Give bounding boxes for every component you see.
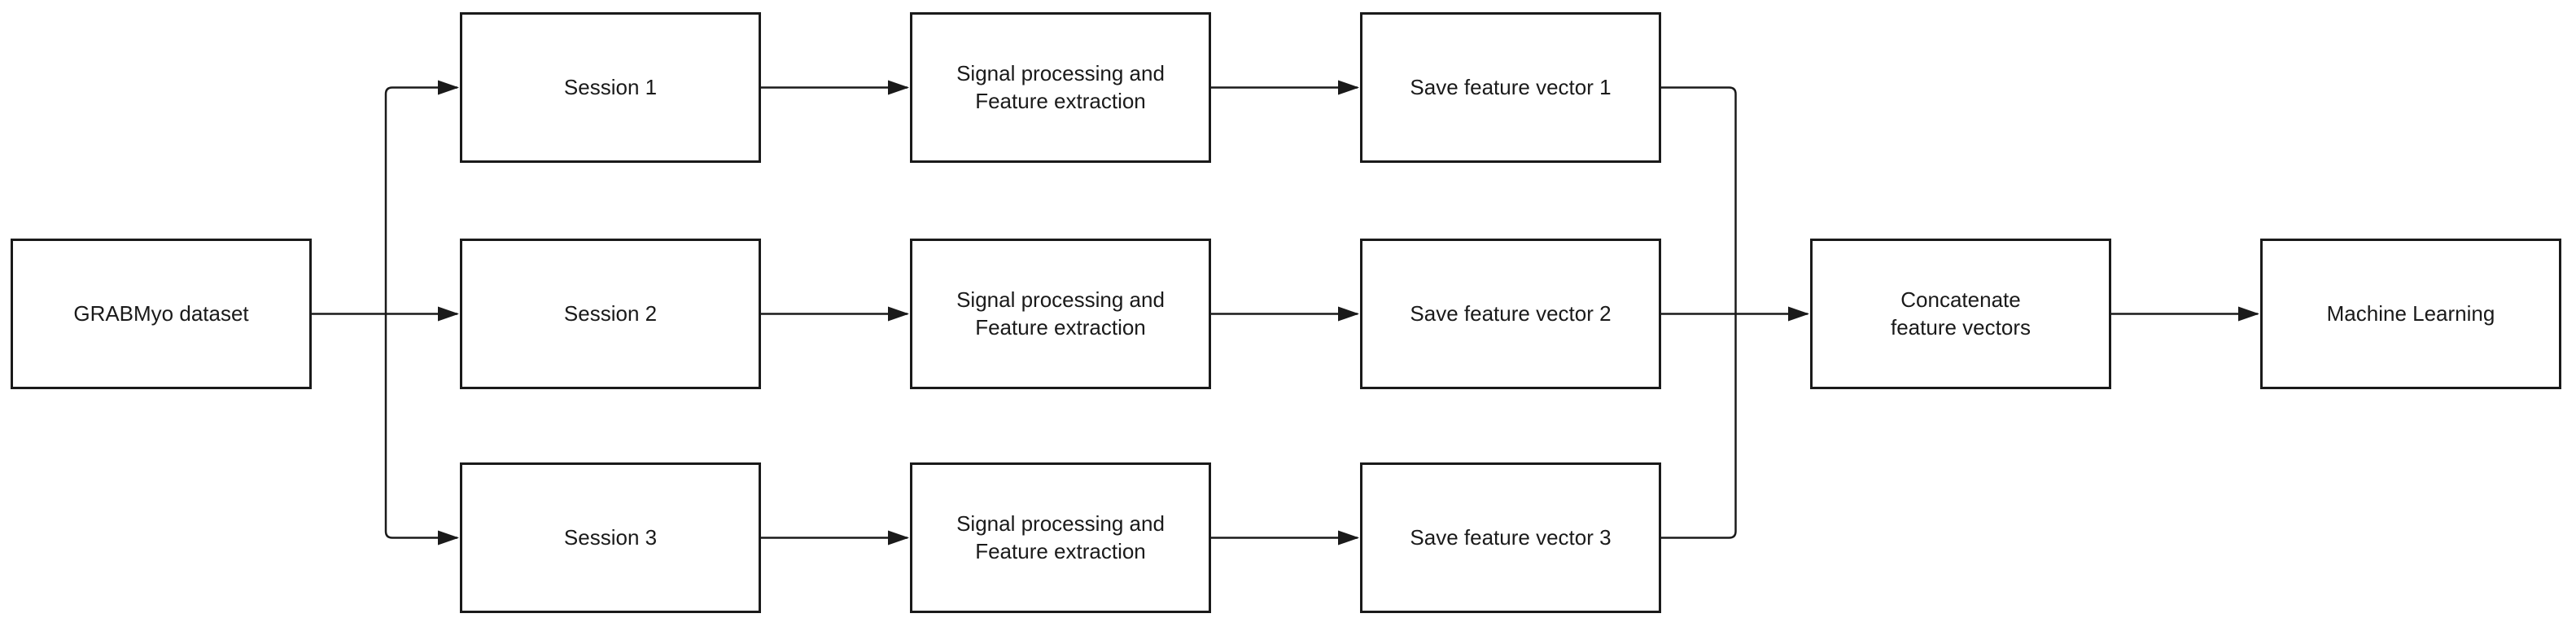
node-signal-processing-3-label: Signal processing and Feature extraction [956, 510, 1165, 563]
node-save-feature-vector-3: Save feature vector 3 [1360, 462, 1661, 613]
node-concatenate-feature-vectors-label: Concatenate feature vectors [1891, 287, 2031, 340]
node-session-2: Session 2 [460, 239, 761, 389]
node-session-3-label: Session 3 [563, 524, 658, 550]
node-signal-processing-1: Signal processing and Feature extraction [910, 12, 1211, 163]
node-grabmyo-dataset: GRABMyo dataset [11, 239, 312, 389]
node-grabmyo-dataset-label: GRABMyo dataset [73, 300, 249, 326]
node-save-feature-vector-1: Save feature vector 1 [1360, 12, 1661, 163]
node-signal-processing-2-label: Signal processing and Feature extraction [956, 287, 1165, 340]
node-concatenate-feature-vectors: Concatenate feature vectors [1810, 239, 2111, 389]
node-signal-processing-1-label: Signal processing and Feature extraction [956, 60, 1165, 113]
node-save-feature-vector-3-label: Save feature vector 3 [1410, 524, 1612, 550]
node-machine-learning: Machine Learning [2260, 239, 2561, 389]
node-signal-processing-2: Signal processing and Feature extraction [910, 239, 1211, 389]
node-save-feature-vector-2-label: Save feature vector 2 [1410, 300, 1612, 326]
node-machine-learning-label: Machine Learning [2326, 300, 2495, 326]
node-signal-processing-3: Signal processing and Feature extraction [910, 462, 1211, 613]
edge-dataset-to-session-1 [384, 80, 459, 314]
node-session-3: Session 3 [460, 462, 761, 613]
node-session-1: Session 1 [460, 12, 761, 163]
node-save-feature-vector-1-label: Save feature vector 1 [1410, 74, 1612, 99]
node-save-feature-vector-2: Save feature vector 2 [1360, 239, 1661, 389]
edge-dataset-to-session-3 [384, 313, 459, 546]
node-session-2-label: Session 2 [563, 300, 658, 326]
node-session-1-label: Session 1 [563, 74, 658, 99]
edge-save-3-to-concatenate [1661, 313, 1737, 539]
edge-save-1-to-concatenate [1661, 86, 1737, 314]
